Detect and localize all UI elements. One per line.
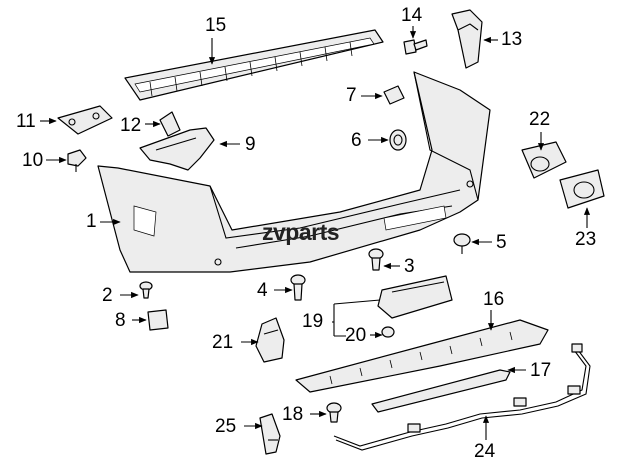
callout-19: 19 [302,311,324,332]
callout-15: 15 [205,15,227,36]
callout-13: 13 [501,29,523,50]
part-17-strip [371,369,511,413]
callout-5: 5 [496,232,507,253]
part-25-connector [259,413,281,455]
callout-17: 17 [530,360,552,381]
callout-20: 20 [345,325,367,346]
part-21-bracket [255,317,285,363]
part-9-bracket [139,127,215,171]
part-4-bolt [290,274,306,301]
part-24-harness [333,343,591,451]
part-5-clip [453,233,471,254]
part-20-clip [381,326,395,338]
part-13-bracket [451,9,483,69]
callout-1: 1 [86,211,97,232]
part-7-bracket [383,85,405,105]
callout-3: 3 [404,256,415,277]
callout-18: 18 [282,404,304,425]
callout-4: 4 [257,280,268,301]
part-12-bracket [159,111,181,137]
leader-lines [40,26,591,440]
callout-12: 12 [120,115,142,136]
callout-22: 22 [529,109,551,130]
callout-9: 9 [245,134,256,155]
part-2-screw [139,281,153,299]
part-10-clip [67,149,87,172]
part-15-reinforcement [124,29,384,101]
callout-8: 8 [115,310,126,331]
callout-25: 25 [215,416,237,437]
part-22-sensor [521,141,567,179]
part-8-pad [147,309,169,331]
callout-10: 10 [22,150,44,171]
callout-24: 24 [474,441,496,462]
part-11-bracket [57,105,113,135]
callout-6: 6 [351,130,362,151]
part-14-clip [403,39,428,55]
callout-2: 2 [102,285,113,306]
watermark-logo: zvparts [262,219,340,245]
callout-11: 11 [16,111,36,132]
part-6-grommet [389,129,407,151]
part-16-absorber [295,319,549,393]
part-1-bumper-cover [97,71,491,273]
callout-21: 21 [212,332,234,353]
callout-7: 7 [346,85,357,106]
part-3-bolt [368,248,384,271]
callout-23: 23 [575,229,597,250]
part-19-bracket [377,275,453,319]
part-23-sensor-bracket [559,169,605,209]
part-18-bolt [326,402,342,423]
callout-16: 16 [483,289,505,310]
callout-14: 14 [401,5,423,26]
